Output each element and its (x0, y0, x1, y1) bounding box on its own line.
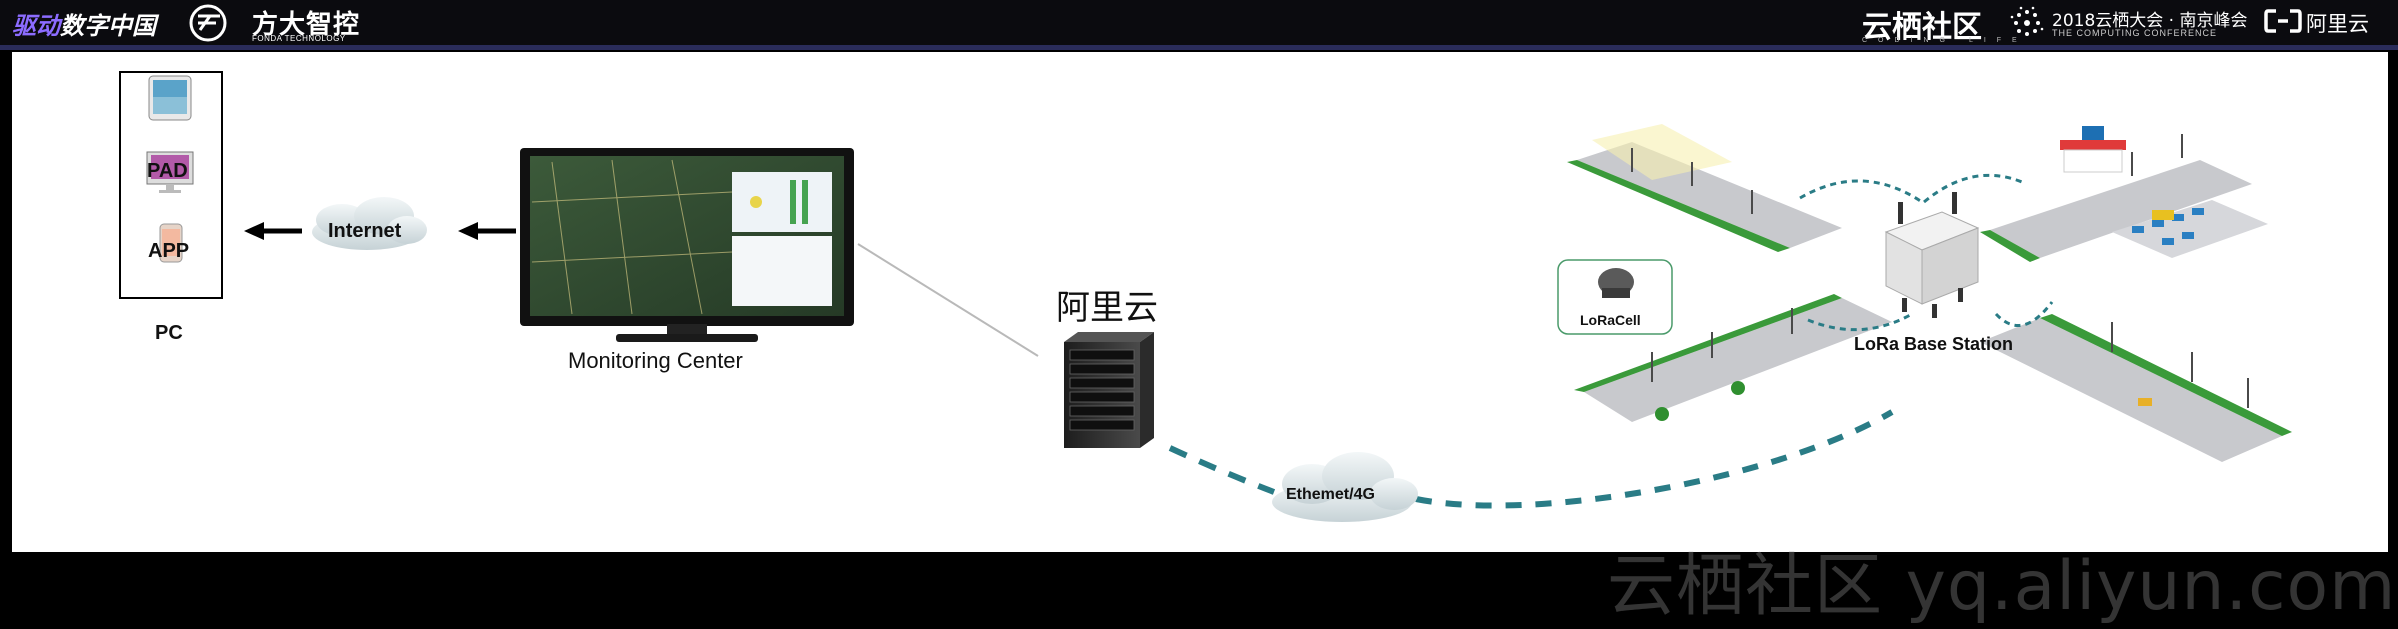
device-pad-label: PAD (147, 160, 188, 182)
internet-cloud (312, 197, 427, 250)
phone-icon (159, 223, 183, 263)
device-box (119, 71, 223, 299)
loracell-callout (1557, 259, 1673, 335)
arrow-to-internet (458, 222, 516, 240)
fonda-title: 方大智控 (252, 10, 361, 40)
architecture-panel: PAD APP PC Internet Monitoring Center 阿里… (12, 52, 2395, 626)
brand-rest: 数字中国 (60, 12, 156, 40)
conference-subtitle: THE COMPUTING CONFERENCE (2052, 28, 2218, 38)
aliyun-logo-icon (2264, 9, 2302, 33)
base-station-icon (1884, 192, 1980, 318)
monitoring-center-display (520, 148, 854, 342)
device-pc-label: PC (155, 322, 183, 344)
header-bar: 驱动数字中国 方大智控 FONDA TECHNOLOGY 云栖社区 CODING… (0, 0, 2398, 50)
dashed-link-server-network (1168, 445, 1276, 495)
arrow-to-devices (244, 222, 302, 240)
dashed-link-network-base (1415, 409, 1894, 509)
watermark: 云栖社区 yq.aliyun.com (1607, 547, 2397, 626)
base-station-label: LoRa Base Station (1854, 334, 2014, 354)
imac-icon (146, 151, 194, 193)
brand-highlight: 驱动 (12, 12, 60, 40)
yunqi-community-subtitle: CODING LIFE (1862, 37, 2028, 44)
tablet-icon (148, 75, 192, 121)
conference-title: 2018云栖大会 · 南京峰会 (2052, 11, 2248, 31)
network-label: Ethemet/4G (1286, 486, 1375, 503)
aliyun-cloud-label: 阿里云 (1056, 288, 1158, 328)
yunqi-community-title: 云栖社区 (1862, 10, 1982, 45)
link-monitor-server (857, 243, 1039, 357)
network-cloud (1272, 452, 1418, 522)
fonda-logo-icon (189, 4, 227, 42)
loracell-label: LoRaCell (1580, 312, 1641, 328)
internet-label: Internet (328, 220, 402, 242)
aliyun-title: 阿里云 (2306, 12, 2369, 36)
conference-logo-icon (2010, 6, 2044, 36)
smart-city-scene (1557, 124, 2292, 462)
architecture-diagram (119, 71, 2292, 522)
drive-digital-china-logo: 驱动数字中国 (12, 6, 156, 41)
server-icon (1064, 332, 1154, 448)
fonda-subtitle: FONDA TECHNOLOGY (252, 34, 346, 43)
device-app-label: APP (148, 240, 190, 262)
monitoring-center-label: Monitoring Center (568, 348, 743, 373)
